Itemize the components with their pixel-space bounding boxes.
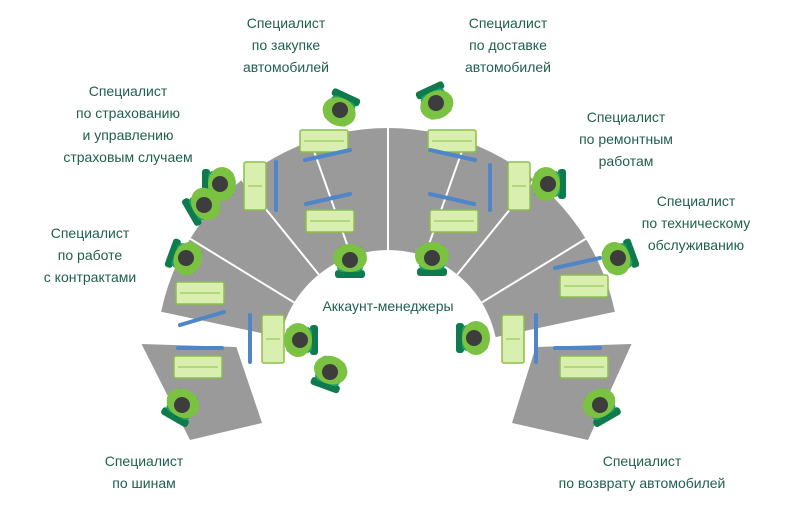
desk-divider — [189, 237, 295, 304]
person-head — [592, 397, 608, 413]
person-icon — [182, 187, 221, 226]
desk-left-lower — [141, 343, 262, 440]
person-icon — [161, 388, 200, 427]
office-chair-icon — [331, 88, 361, 107]
workstation — [164, 238, 226, 327]
office-chair-icon — [182, 198, 202, 226]
workstation — [488, 161, 566, 212]
person-icon — [310, 355, 348, 394]
person-head — [342, 252, 358, 268]
workstation — [456, 313, 538, 364]
person-icon — [333, 244, 367, 278]
person-icon — [415, 81, 454, 120]
workstation — [553, 238, 640, 298]
center-label: Аккаунт-менеджеры — [322, 298, 454, 314]
person-icon — [456, 321, 490, 355]
person-icon — [322, 88, 361, 127]
workstation — [304, 192, 367, 278]
desk-divider — [481, 237, 587, 304]
person-head — [332, 102, 348, 118]
person-icon — [601, 238, 640, 276]
person-head — [424, 250, 440, 266]
office-chair-icon — [415, 81, 445, 100]
workstation — [299, 88, 361, 162]
office-chair-icon — [623, 238, 640, 268]
person-icon — [532, 167, 566, 201]
monitor-icon — [303, 148, 352, 162]
workstation — [202, 160, 278, 212]
person-head — [292, 332, 308, 348]
monitor-icon — [428, 192, 476, 206]
workstation — [415, 81, 477, 162]
monitor-icon — [428, 148, 477, 162]
person-head — [610, 250, 626, 266]
person-icon — [582, 388, 621, 427]
office-chair-icon — [161, 407, 189, 427]
desk-divider — [535, 342, 633, 347]
person-head — [540, 176, 556, 192]
person-head — [174, 397, 190, 413]
person-head — [178, 250, 194, 266]
person-head — [212, 176, 228, 192]
workstation — [161, 346, 224, 427]
monitor-icon — [553, 256, 602, 270]
monitor-icon — [178, 310, 226, 327]
desk-divider — [140, 342, 237, 347]
office-chair-icon — [593, 407, 621, 427]
office-chair-icon — [164, 238, 181, 268]
workstation — [415, 192, 479, 276]
person-head — [322, 364, 338, 380]
person-icon — [415, 242, 449, 276]
person-head — [466, 330, 482, 346]
person-head — [196, 197, 212, 213]
person-icon — [284, 323, 318, 357]
office-chair-icon — [310, 377, 340, 394]
person-head — [428, 95, 444, 111]
monitor-icon — [304, 192, 352, 206]
workstation — [553, 346, 621, 427]
workstation — [248, 313, 318, 364]
person-icon — [164, 238, 203, 276]
